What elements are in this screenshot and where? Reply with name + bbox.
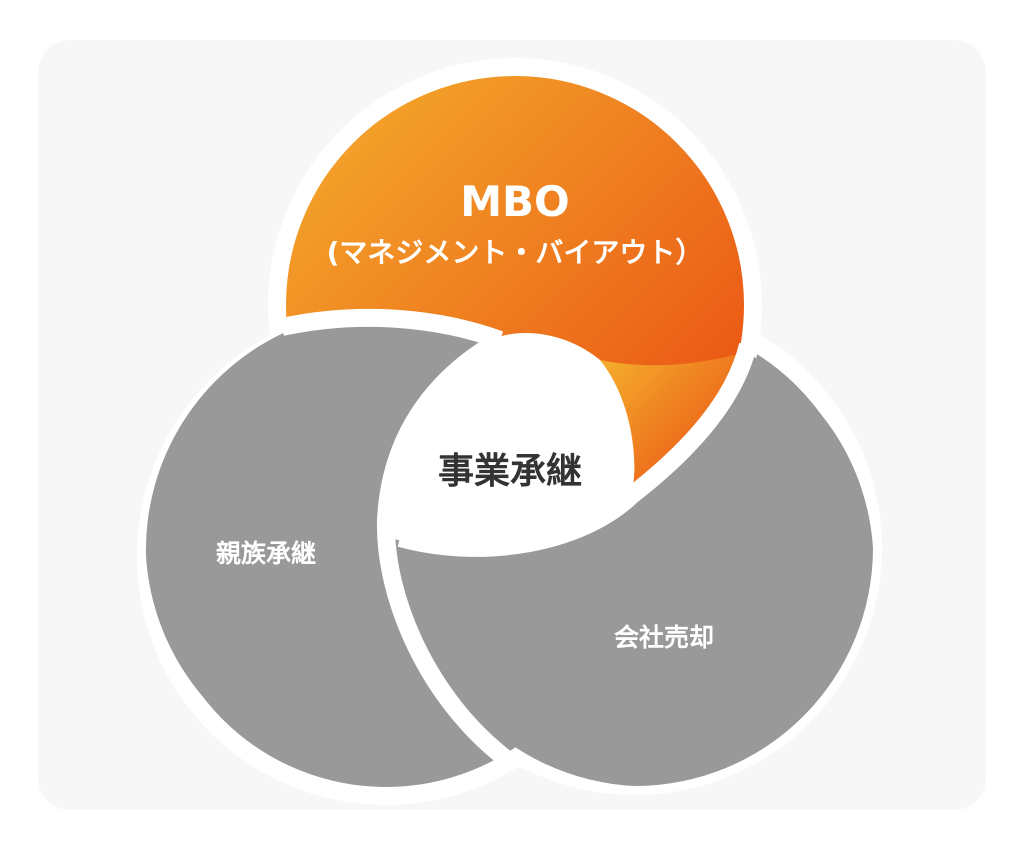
left-circle-overlap-arc [145, 323, 500, 782]
mbo-title: MBO [460, 177, 570, 226]
mbo-subtitle: (マネジメント・バイアウト） [327, 236, 704, 269]
gap-left-top [280, 308, 504, 349]
gap-center-left [376, 332, 511, 766]
right-label: 会社売却 [614, 623, 714, 652]
top-circle-overlap-arc [600, 352, 745, 500]
gap-center-right [397, 342, 757, 557]
center-label: 事業承継 [438, 451, 582, 492]
left-label: 親族承継 [216, 539, 316, 568]
right-circle-overlap-arc [407, 352, 873, 786]
